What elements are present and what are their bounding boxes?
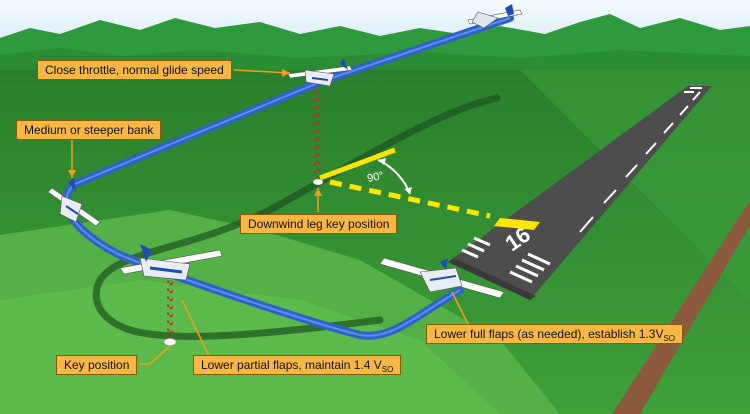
runway: 16 xyxy=(448,86,712,300)
airplane-entry-icon xyxy=(467,4,523,29)
callout-downwind-key: Downwind leg key position xyxy=(240,214,398,234)
key-position-marker: 90° xyxy=(319,147,491,219)
callout-lower-full: Lower full flaps (as needed), establish … xyxy=(426,324,684,344)
airplane-base-icon xyxy=(119,244,223,281)
leader-key-position xyxy=(140,345,171,365)
lower-full-subscript: SO xyxy=(663,334,676,343)
lower-partial-text: Lower partial flaps, maintain 1.4 V xyxy=(201,358,382,372)
airplane-bank-icon xyxy=(47,178,101,227)
drop-line-base xyxy=(167,280,173,340)
leader-close-throttle xyxy=(233,69,291,74)
angle-label: 90° xyxy=(366,170,385,185)
callout-close-throttle: Close throttle, normal glide speed xyxy=(37,60,232,80)
leader-lower-full xyxy=(451,291,471,329)
ground-track-shadow xyxy=(92,94,501,340)
drop-line-downwind xyxy=(314,90,320,178)
leader-lower-partial xyxy=(181,299,211,359)
callout-medium-bank: Medium or steeper bank xyxy=(16,120,162,140)
callout-key-position: Key position xyxy=(56,355,138,375)
lower-partial-subscript: SO xyxy=(381,365,394,374)
callout-lower-partial: Lower partial flaps, maintain 1.4 VSO xyxy=(193,355,402,375)
road xyxy=(612,200,750,414)
airplane-downwind-icon xyxy=(287,58,353,87)
lower-full-text: Lower full flaps (as needed), establish … xyxy=(434,327,664,341)
airplane-final-icon xyxy=(379,257,505,299)
